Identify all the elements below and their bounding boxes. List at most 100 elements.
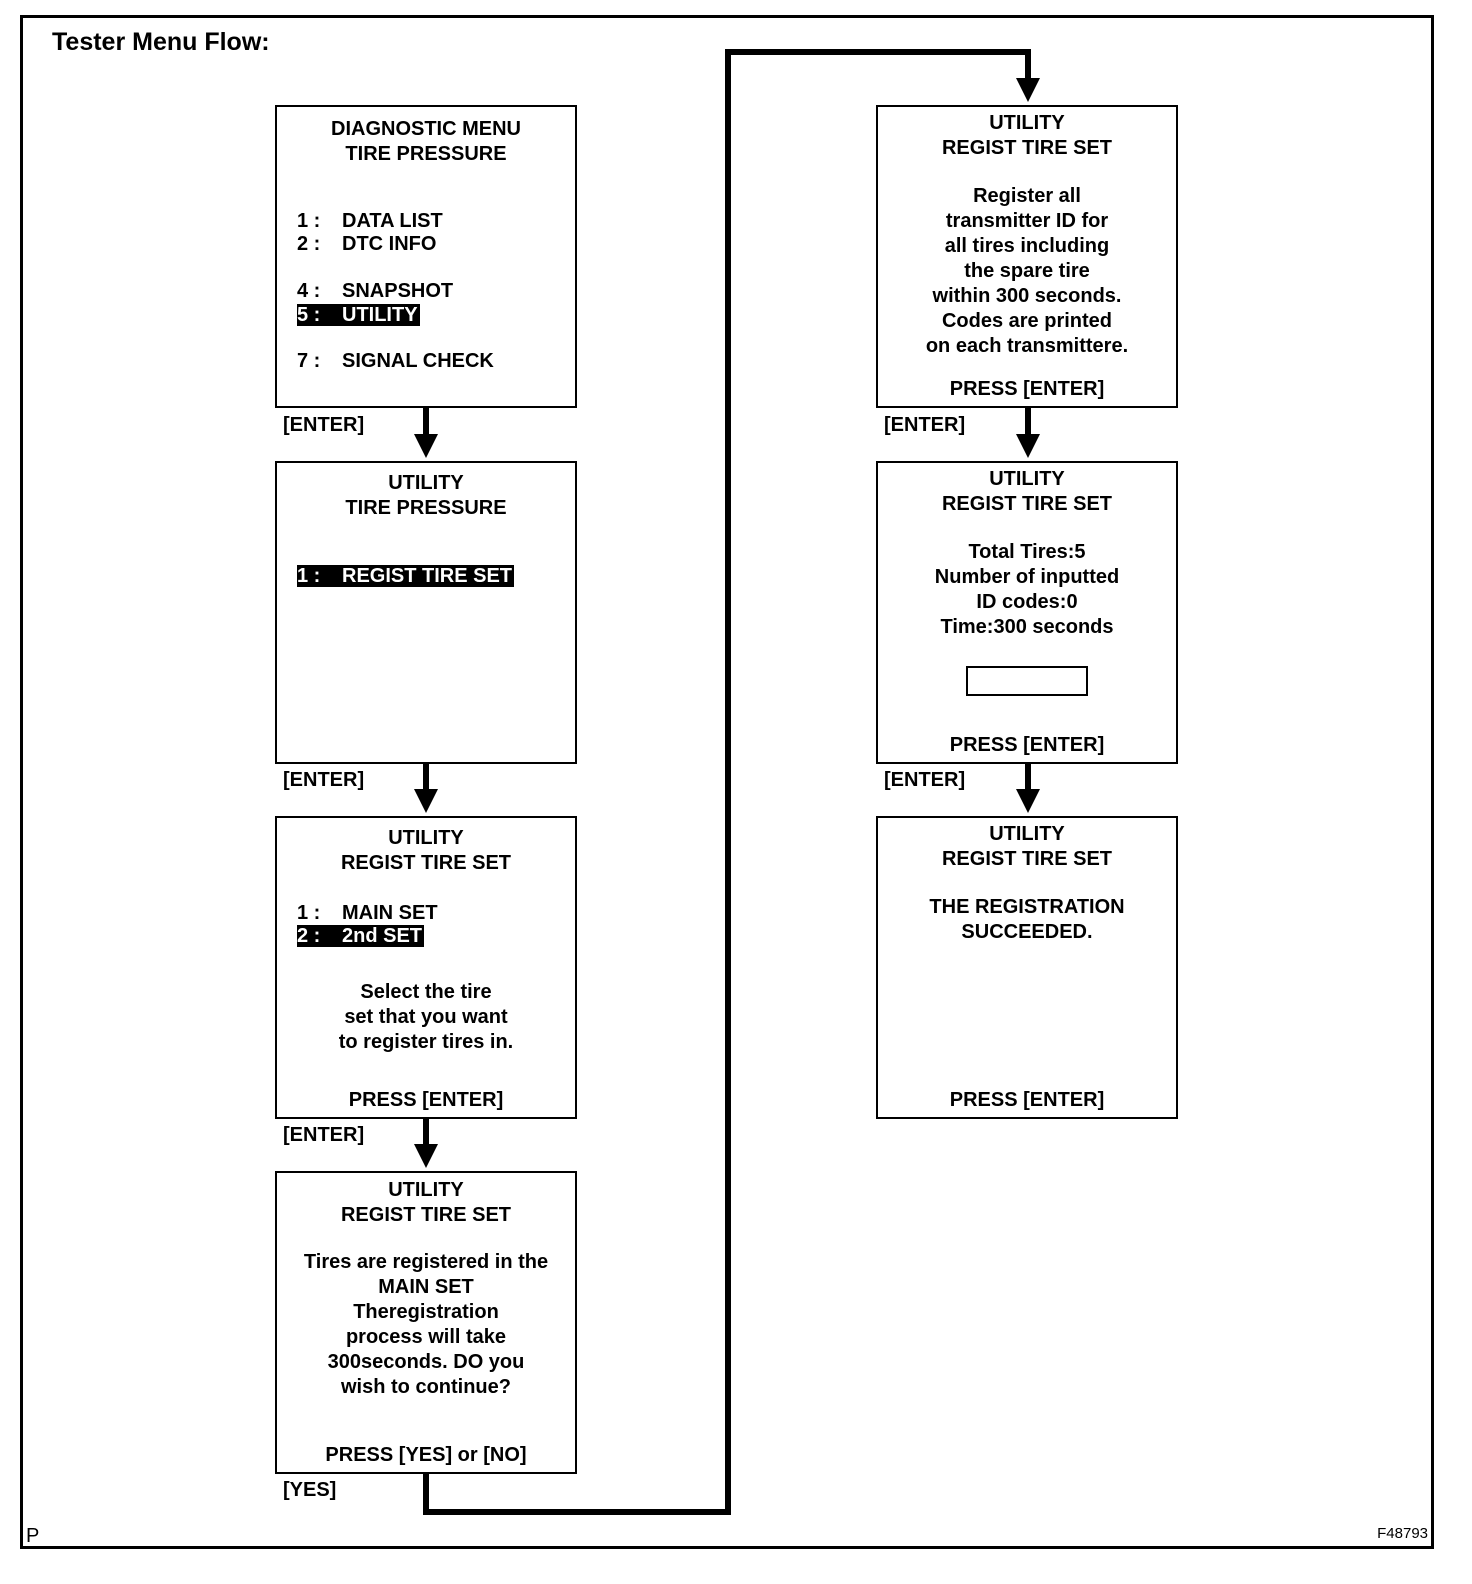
heading-line: UTILITY <box>989 112 1065 134</box>
screen-utility-tire-pressure: UTILITY TIRE PRESSURE 1 : REGIST TIRE SET <box>275 461 577 764</box>
key-label-enter: [ENTER] <box>283 414 365 436</box>
heading-line: REGIST TIRE SET <box>941 848 1113 870</box>
menu-item-dtc-info[interactable]: 2 : DTC INFO <box>297 233 438 255</box>
menu-item-signal-check[interactable]: 7 : SIGNAL CHECK <box>297 350 496 372</box>
arrow-screen2-to-screen3 <box>414 764 438 813</box>
menu-item-label: SNAPSHOT <box>342 280 454 302</box>
menu-item-number: 1 : <box>297 565 321 587</box>
screen-prompt: PRESS [ENTER] <box>348 1089 504 1111</box>
heading-line: REGIST TIRE SET <box>941 493 1113 515</box>
screen-heading: DIAGNOSTIC MENU TIRE PRESSURE <box>277 117 575 167</box>
message-line: SUCCEEDED. <box>961 921 1093 943</box>
arrow-screen1-to-screen2 <box>414 408 438 458</box>
menu-item-number: 5 : <box>297 304 321 326</box>
menu-item-label: MAIN SET <box>342 902 438 924</box>
message-line: Total Tires:5 <box>968 541 1086 563</box>
message-line: 300seconds. DO you <box>327 1351 525 1373</box>
screen-registration-succeeded: UTILITY REGIST TIRE SET THE REGISTRATION… <box>876 816 1178 1119</box>
menu-item-number: 1 : <box>297 210 321 232</box>
message-line: Time:300 seconds <box>940 616 1114 638</box>
message-line: ID codes:0 <box>976 591 1078 613</box>
heading-line: UTILITY <box>388 1179 464 1201</box>
menu-item-label: SIGNAL CHECK <box>342 350 494 372</box>
message-line: Theregistration <box>353 1301 499 1323</box>
message-line: transmitter ID for <box>945 210 1109 232</box>
screen-message: Select the tire set that you want to reg… <box>277 980 575 1055</box>
menu-item-main-set[interactable]: 1 : MAIN SET <box>297 902 440 924</box>
message-line: Number of inputted <box>934 566 1120 588</box>
menu-item-label: UTILITY <box>342 304 418 326</box>
diagram-title: Tester Menu Flow: <box>52 28 270 56</box>
id-code-input-box[interactable] <box>966 666 1088 696</box>
menu-item-label: DATA LIST <box>342 210 443 232</box>
screen-registration-status: UTILITY REGIST TIRE SET Total Tires:5 Nu… <box>876 461 1178 764</box>
diagram-frame <box>20 15 1434 1549</box>
message-line: Select the tire <box>360 981 492 1003</box>
screen-heading: UTILITY REGIST TIRE SET <box>277 1178 575 1228</box>
heading-line: REGIST TIRE SET <box>941 137 1113 159</box>
message-line: to register tires in. <box>338 1031 514 1053</box>
screen-heading: UTILITY REGIST TIRE SET <box>878 822 1176 872</box>
key-label-enter: [ENTER] <box>283 769 365 791</box>
heading-line: UTILITY <box>989 823 1065 845</box>
menu-item-data-list[interactable]: 1 : DATA LIST <box>297 210 445 232</box>
heading-line: UTILITY <box>388 472 464 494</box>
key-label-enter: [ENTER] <box>283 1124 365 1146</box>
screen-message: Total Tires:5 Number of inputted ID code… <box>878 540 1176 640</box>
screen-prompt: PRESS [YES] or [NO] <box>325 1444 527 1466</box>
screen-heading: UTILITY REGIST TIRE SET <box>878 467 1176 517</box>
screen-heading: UTILITY REGIST TIRE SET <box>277 826 575 876</box>
menu-item-regist-tire-set[interactable]: 1 : REGIST TIRE SET <box>297 565 515 587</box>
message-line: within 300 seconds. <box>932 285 1122 307</box>
message-line: the spare tire <box>964 260 1090 282</box>
menu-item-label: DTC INFO <box>342 233 437 255</box>
arrow-screen4-to-screen5 <box>423 49 1040 1515</box>
menu-item-2nd-set[interactable]: 2 : 2nd SET <box>297 925 425 947</box>
menu-item-number: 2 : <box>297 925 321 947</box>
screen-prompt: PRESS [ENTER] <box>949 378 1105 400</box>
screen-select-tire-set: UTILITY REGIST TIRE SET 1 :MAIN SET 2 :2… <box>275 816 577 1119</box>
message-line: set that you want <box>344 1006 508 1028</box>
screen-message: Tires are registered in the MAIN SET The… <box>277 1250 575 1400</box>
message-line: MAIN SET <box>378 1276 474 1298</box>
menu-item-number: 2 : <box>297 233 321 255</box>
message-line: wish to continue? <box>341 1376 511 1398</box>
arrow-screen5-to-screen6 <box>1016 408 1040 458</box>
arrow-screen6-to-screen7 <box>1016 764 1040 813</box>
heading-line: TIRE PRESSURE <box>345 497 507 519</box>
screen-message: THE REGISTRATION SUCCEEDED. <box>878 895 1176 945</box>
message-line: THE REGISTRATION <box>929 896 1125 918</box>
heading-line: REGIST TIRE SET <box>340 852 512 874</box>
message-line: process will take <box>345 1326 507 1348</box>
menu-item-number: 4 : <box>297 280 321 302</box>
message-line: on each transmittere. <box>925 335 1129 357</box>
message-line: Tires are registered in the <box>303 1251 549 1273</box>
menu-item-label: 2nd SET <box>342 925 423 947</box>
heading-line: UTILITY <box>989 468 1065 490</box>
key-label-yes: [YES] <box>283 1479 337 1501</box>
screen-confirm-registration: UTILITY REGIST TIRE SET Tires are regist… <box>275 1171 577 1474</box>
message-line: Codes are printed <box>941 310 1113 332</box>
corner-label: P <box>26 1525 40 1547</box>
key-label-enter: [ENTER] <box>884 769 966 791</box>
heading-line: TIRE PRESSURE <box>345 143 507 165</box>
heading-line: DIAGNOSTIC MENU <box>331 118 521 140</box>
menu-item-number: 7 : <box>297 350 321 372</box>
heading-line: REGIST TIRE SET <box>340 1204 512 1226</box>
message-line: Register all <box>973 185 1081 207</box>
menu-item-number: 1 : <box>297 902 321 924</box>
screen-prompt: PRESS [ENTER] <box>949 1089 1105 1111</box>
screen-heading: UTILITY TIRE PRESSURE <box>277 471 575 521</box>
menu-item-utility[interactable]: 5 : UTILITY <box>297 304 420 326</box>
screen-message: Register all transmitter ID for all tire… <box>878 184 1176 359</box>
screen-heading: UTILITY REGIST TIRE SET <box>878 111 1176 161</box>
message-line: all tires including <box>944 235 1110 257</box>
figure-code: F48793 <box>1377 1525 1428 1542</box>
menu-item-snapshot[interactable]: 4 : SNAPSHOT <box>297 280 455 302</box>
screen-register-transmitters: UTILITY REGIST TIRE SET Register all tra… <box>876 105 1178 408</box>
screen-prompt: PRESS [ENTER] <box>949 734 1105 756</box>
screen-diagnostic-menu: DIAGNOSTIC MENU TIRE PRESSURE 1 : DATA LI… <box>275 105 577 408</box>
menu-item-label: REGIST TIRE SET <box>342 565 513 587</box>
arrow-screen3-to-screen4 <box>414 1119 438 1168</box>
